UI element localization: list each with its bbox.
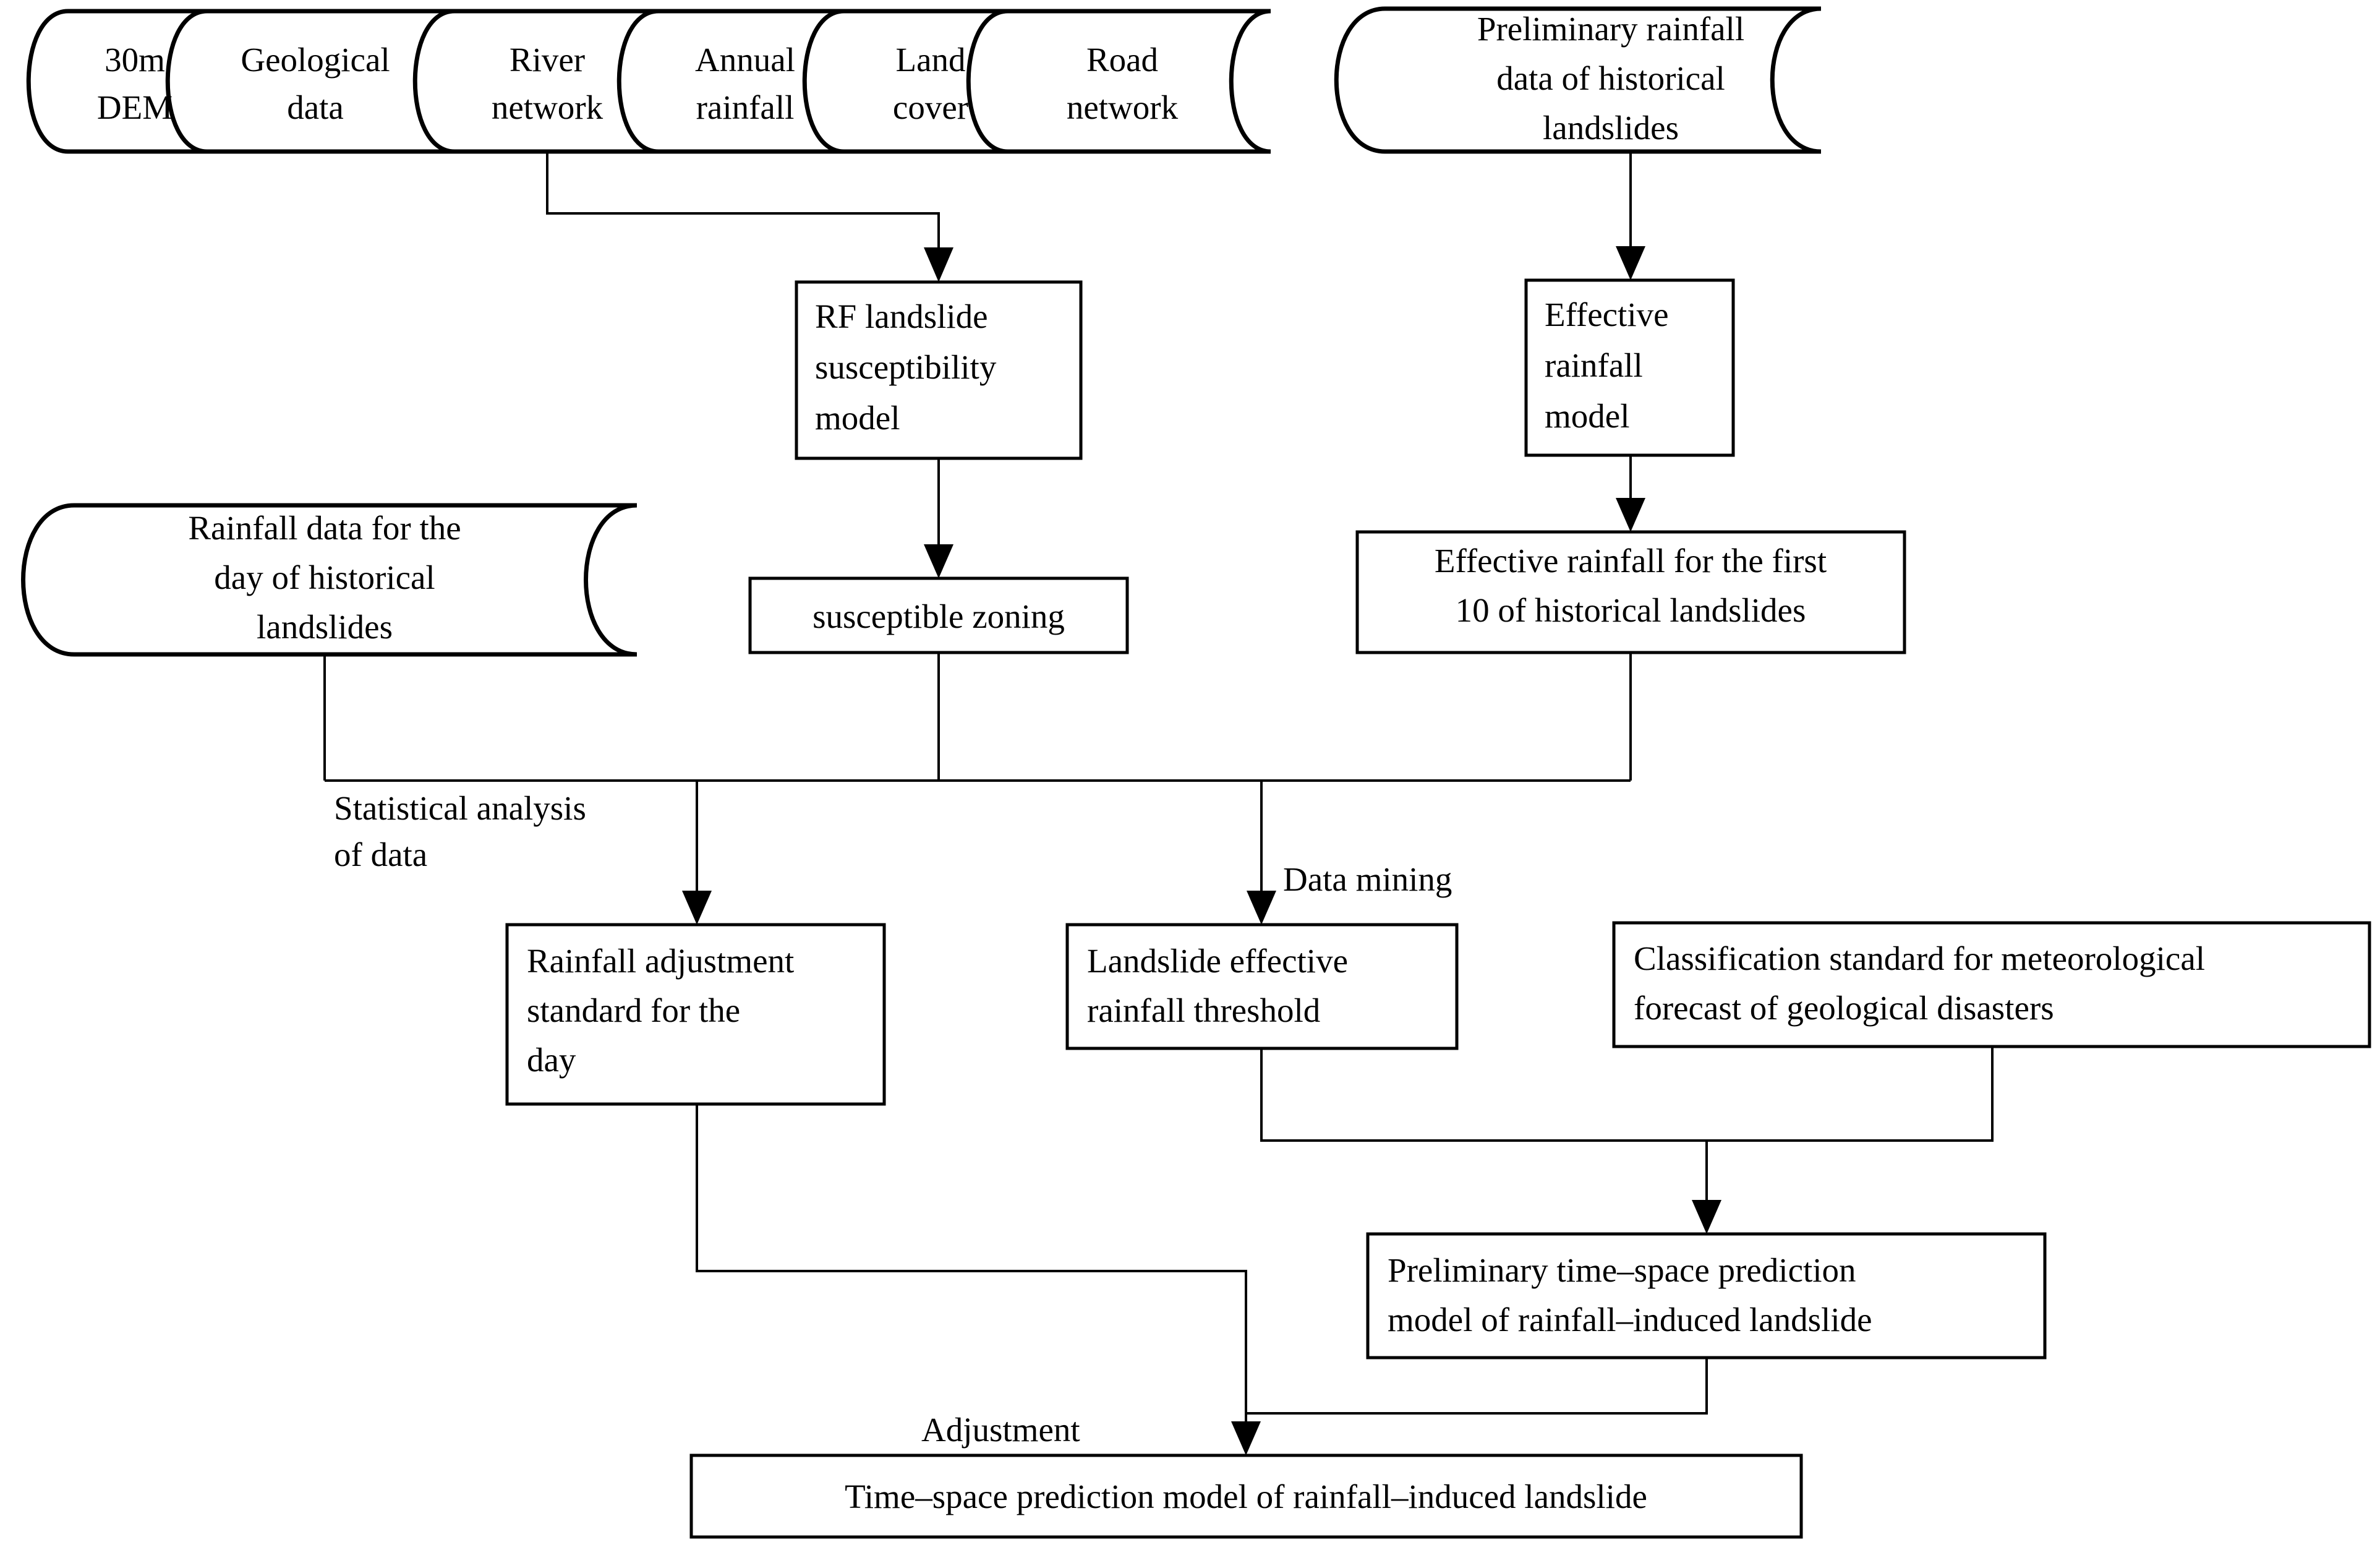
source-rainfall-line1: Annual	[695, 41, 795, 79]
final-prediction-model-rect	[689, 1454, 1803, 1539]
effective-rainfall-model-rect	[1524, 278, 1735, 457]
landslide-threshold-rect	[1065, 923, 1459, 1050]
prelim-cyl-line1: Preliminary rainfall	[1477, 10, 1744, 48]
rainfall-adjustment-standard-rect	[505, 923, 886, 1106]
arrow-bus-to-landslide-threshold	[1247, 891, 1276, 925]
rainfall-adjustment-line3: day	[527, 1041, 576, 1079]
rainfall-adjustment-line2: standard for the	[527, 991, 740, 1029]
band-divider-3	[616, 9, 659, 154]
effective-rainfall-model-line1: Effective	[1545, 296, 1669, 333]
edge-label-statistical-analysis-line2: of data	[334, 836, 427, 873]
edge-sources-to-rf-model	[546, 153, 940, 266]
source-landcover-line1: Land	[895, 41, 965, 79]
effective-rainfall-first10-line2: 10 of historical landslides	[1456, 591, 1806, 629]
edge-label-adjustment: Adjustment	[921, 1411, 1080, 1449]
landslide-threshold-line1: Landslide effective	[1087, 942, 1348, 980]
final-prediction-label: Time–space prediction model of rainfall–…	[845, 1478, 1647, 1515]
effective-rainfall-first10-line1: Effective rainfall for the first	[1435, 542, 1827, 580]
source-geology-line2: data	[287, 88, 344, 126]
arrow-sources-to-rf-model	[924, 247, 953, 282]
prelim-cyl-right-arc	[1770, 6, 1822, 154]
effective-rainfall-first10-rect	[1355, 530, 1906, 654]
prelim-cyl-left-cap	[1334, 6, 1386, 154]
source-road-line1: Road	[1086, 41, 1158, 79]
box-preliminary-prediction-model: Preliminary time–space prediction model …	[1366, 1232, 2047, 1359]
source-road-line2: network	[1067, 88, 1179, 126]
effective-rainfall-model-line2: rainfall	[1545, 346, 1643, 384]
source-dem-line2: DEM	[97, 88, 173, 126]
box-rainfall-adjustment-standard: Rainfall adjustment standard for the day	[505, 923, 886, 1106]
source-geology-line1: Geological	[241, 41, 390, 79]
preliminary-prediction-line1: Preliminary time–space prediction	[1388, 1251, 1856, 1289]
prelim-cyl-line3: landslides	[1543, 109, 1679, 147]
edge-label-statistical-analysis-line1: Statistical analysis	[334, 789, 586, 827]
day-cyl-line2: day of historical	[214, 559, 435, 596]
edge-label-data-mining: Data mining	[1283, 860, 1452, 898]
susceptible-zoning-label: susceptible zoning	[813, 597, 1065, 635]
source-dem-line1: 30m	[104, 41, 165, 79]
edge-threshold-classification-junction	[1260, 1047, 1994, 1142]
band-divider-1	[165, 9, 208, 154]
classification-standard-line1: Classification standard for meteorologic…	[1634, 940, 2205, 977]
day-cyl-left-cap	[21, 503, 75, 657]
edge-rainfall-adjustment-to-final	[696, 1104, 1247, 1441]
day-cyl-right-arc	[584, 503, 638, 657]
arrow-rf-model-to-zoning	[924, 544, 953, 578]
box-final-prediction-model: Time–space prediction model of rainfall–…	[689, 1454, 1803, 1539]
source-rainfall-line2: rainfall	[696, 88, 795, 126]
box-effective-rainfall-model: Effective rainfall model	[1524, 278, 1735, 457]
band-divider-2	[412, 9, 455, 154]
classification-standard-rect	[1612, 921, 2371, 1048]
arrow-bus-to-rainfall-adjustment	[682, 891, 712, 925]
band-divider-6	[1229, 9, 1271, 154]
day-cyl-line3: landslides	[257, 608, 393, 646]
box-rf-model: RF landslide susceptibility model	[795, 280, 1083, 460]
source-river-line2: network	[492, 88, 604, 126]
data-sources-band: 30m DEM Geological data River network An…	[26, 9, 1271, 154]
prelim-cyl-line2: data of historical	[1496, 59, 1725, 97]
arrow-prelim-data-to-effective-model	[1616, 246, 1645, 280]
band-divider-5	[966, 9, 1009, 154]
day-cyl-line1: Rainfall data for the	[188, 509, 461, 547]
rf-model-line2: susceptibility	[815, 348, 997, 386]
source-landcover-line2: cover	[893, 88, 968, 126]
source-river-line1: River	[510, 41, 585, 79]
arrow-junction-to-preliminary-model	[1692, 1200, 1721, 1234]
rf-model-line3: model	[815, 399, 900, 437]
box-effective-rainfall-first10: Effective rainfall for the first 10 of h…	[1355, 530, 1906, 654]
preliminary-prediction-model-rect	[1366, 1232, 2047, 1359]
band-divider-4	[802, 9, 845, 154]
arrow-rainfall-adjustment-to-final	[1231, 1421, 1261, 1455]
effective-rainfall-model-line3: model	[1545, 397, 1629, 435]
box-classification-standard: Classification standard for meteorologic…	[1612, 921, 2371, 1048]
landslide-threshold-line2: rainfall threshold	[1087, 991, 1320, 1029]
classification-standard-line2: forecast of geological disasters	[1634, 989, 2054, 1027]
susceptible-zoning-rect	[748, 576, 1129, 654]
rf-model-line1: RF landslide	[815, 298, 988, 335]
arrow-effective-model-to-first10	[1616, 498, 1645, 532]
edge-preliminary-model-to-final	[1246, 1358, 1708, 1415]
box-susceptible-zoning: susceptible zoning	[748, 576, 1129, 654]
cylinder-rainfall-day-data: Rainfall data for the day of historical …	[21, 503, 638, 657]
cylinder-preliminary-rainfall-data: Preliminary rainfall data of historical …	[1334, 6, 1822, 154]
preliminary-prediction-line2: model of rainfall–induced landslide	[1388, 1301, 1872, 1338]
box-landslide-threshold: Landslide effective rainfall threshold	[1065, 923, 1459, 1050]
band-left-cap	[26, 9, 69, 154]
rainfall-adjustment-line1: Rainfall adjustment	[527, 942, 794, 980]
